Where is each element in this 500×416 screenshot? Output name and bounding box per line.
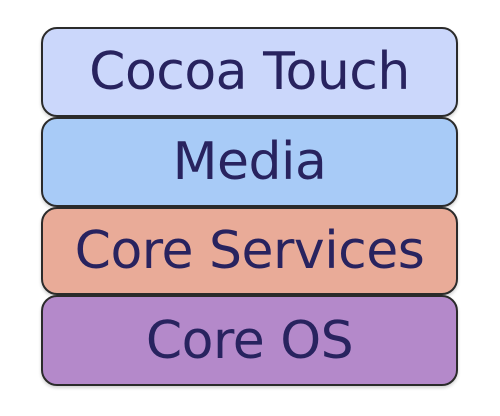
layer-core-os: Core OS [41, 295, 458, 386]
layer-core-services: Core Services [41, 207, 458, 295]
layer-label: Media [172, 132, 327, 192]
layer-label: Core OS [145, 310, 354, 371]
layer-label: Cocoa Touch [89, 42, 410, 102]
layer-cocoa-touch: Cocoa Touch [41, 27, 458, 117]
layer-label: Core Services [74, 221, 425, 281]
layer-media: Media [41, 117, 458, 207]
